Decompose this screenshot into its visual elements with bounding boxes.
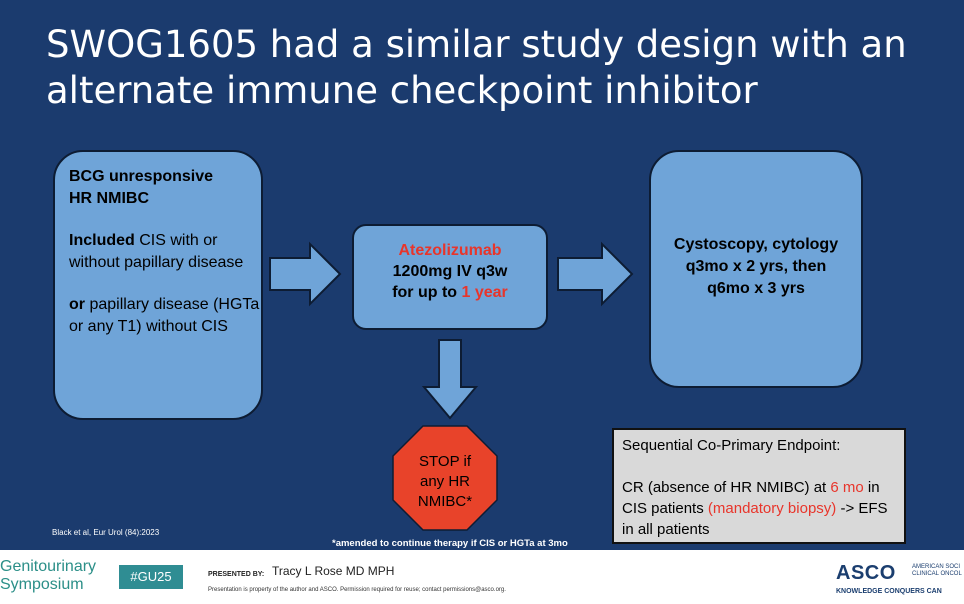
right-arrow-2 (557, 241, 634, 307)
permission-note: Presentation is property of the author a… (208, 587, 506, 593)
right-arrow-1 (269, 241, 342, 307)
asco-side-text: AMERICAN SOCI CLINICAL ONCOL (912, 564, 962, 577)
asco-logo: ASCO (836, 562, 896, 584)
drug-name: Atezolizumab (398, 242, 502, 259)
down-arrow (421, 339, 479, 420)
duration-text: for up to 1 year (392, 284, 508, 301)
amendment-note: *amended to continue therapy if CIS or H… (332, 538, 568, 549)
citation: Black et al, Eur Urol (84):2023 (52, 528, 160, 537)
asco-tagline: KNOWLEDGE CONQUERS CAN (836, 588, 942, 595)
endpoint-heading: Sequential Co-Primary Endpoint: (622, 437, 841, 454)
slide: SWOG1605 had a similar study design with… (46, 23, 907, 549)
stop-sign-text: STOP if any HR NMIBC* (417, 453, 473, 510)
endpoint-box: Sequential Co-Primary Endpoint: CR (abse… (612, 428, 906, 544)
slide-title: SWOG1605 had a similar study design with… (46, 23, 907, 112)
endpoint-text: CR (absence of HR NMIBC) at 6 mo in CIS … (622, 479, 888, 538)
footer-bar: Genitourinary Symposium #GU25 PRESENTED … (0, 550, 964, 604)
stop-sign-icon (392, 425, 498, 531)
presented-by-label: PRESENTED BY: (208, 571, 265, 578)
eligibility-box: BCG unresponsive HR NMIBC Included CIS w… (53, 150, 263, 420)
surveillance-box: Cystoscopy, cytology q3mo x 2 yrs, then … (649, 150, 863, 388)
treatment-box: Atezolizumab 1200mg IV q3w for up to 1 y… (352, 224, 548, 330)
flow-arrows (269, 241, 634, 420)
meeting-name: Genitourinary Symposium (0, 558, 97, 593)
presenter-name: Tracy L Rose MD MPH (272, 564, 395, 578)
hashtag-badge: #GU25 (119, 565, 183, 589)
dose-text: 1200mg IV q3w (392, 263, 508, 280)
